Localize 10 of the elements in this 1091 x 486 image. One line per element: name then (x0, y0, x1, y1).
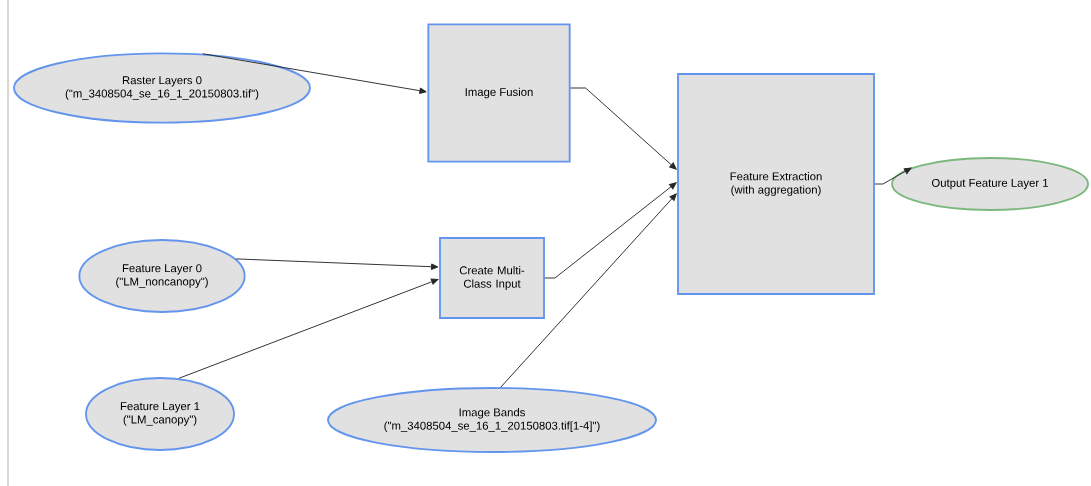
arrow (202, 53, 427, 94)
process-box: Create Multi-Class Input (439, 237, 545, 319)
arrow (570, 87, 677, 170)
arrow (178, 278, 439, 379)
process-box: Feature Extraction (with aggregation) (677, 73, 875, 295)
arrow (235, 258, 439, 270)
arrow (544, 182, 677, 279)
process-box: Image Fusion (427, 23, 571, 163)
arrow (500, 193, 677, 388)
arrow (874, 167, 912, 185)
